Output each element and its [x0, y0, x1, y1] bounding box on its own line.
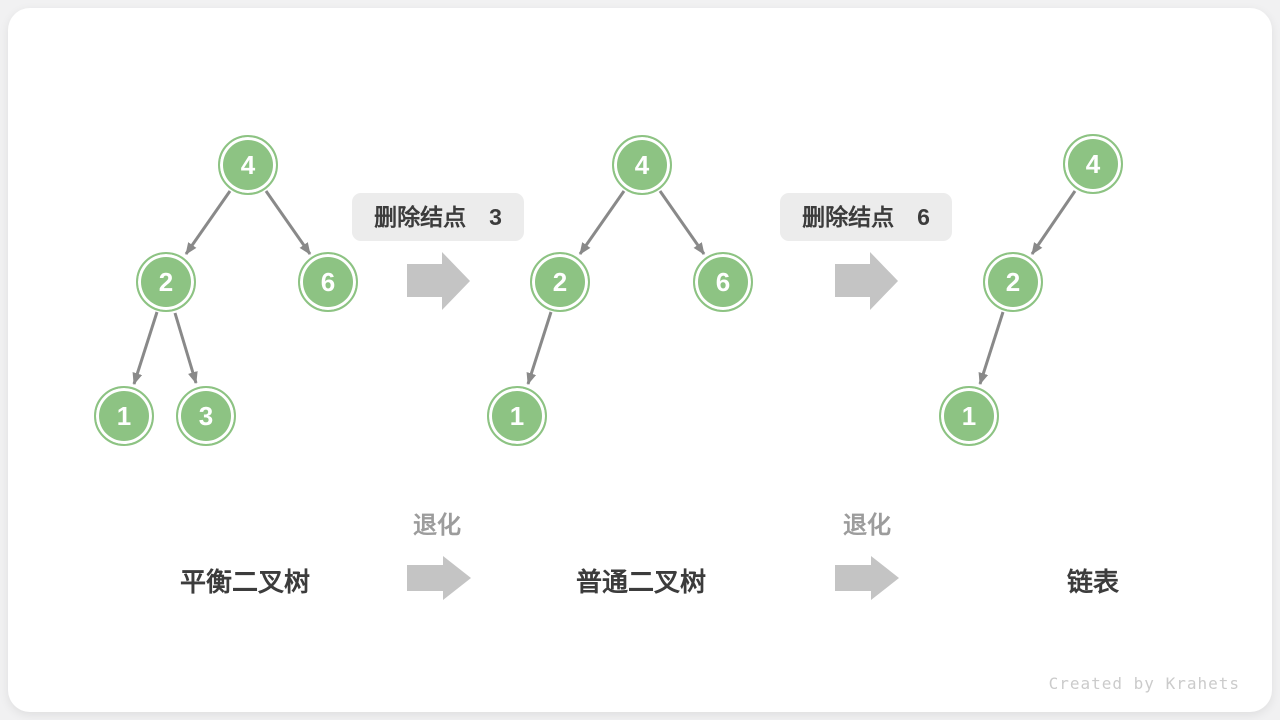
tree-node: 2 — [530, 252, 590, 312]
degrade-label: 退化 — [843, 512, 891, 539]
tree-node: 4 — [1063, 134, 1123, 194]
tree-node: 3 — [176, 386, 236, 446]
figure-card — [8, 8, 1272, 712]
degrade-label: 退化 — [413, 512, 461, 539]
watermark-credit: Created by Krahets — [1048, 674, 1240, 693]
caption-ordinary-binary-tree: 普通二叉树 — [575, 567, 707, 597]
tree-node: 4 — [612, 135, 672, 195]
tree-node: 6 — [298, 252, 358, 312]
step-label-delete-node-6: 删除结点 6 — [780, 193, 952, 241]
tree-node: 4 — [218, 135, 278, 195]
caption-balanced-binary-tree: 平衡二叉树 — [179, 567, 311, 597]
tree-node: 6 — [693, 252, 753, 312]
tree-node: 2 — [136, 252, 196, 312]
step-label-delete-node-3: 删除结点 3 — [352, 193, 524, 241]
tree-node: 1 — [94, 386, 154, 446]
tree-node: 2 — [983, 252, 1043, 312]
caption-linked-list: 链表 — [1066, 567, 1120, 597]
tree-node: 1 — [939, 386, 999, 446]
tree-node: 1 — [487, 386, 547, 446]
